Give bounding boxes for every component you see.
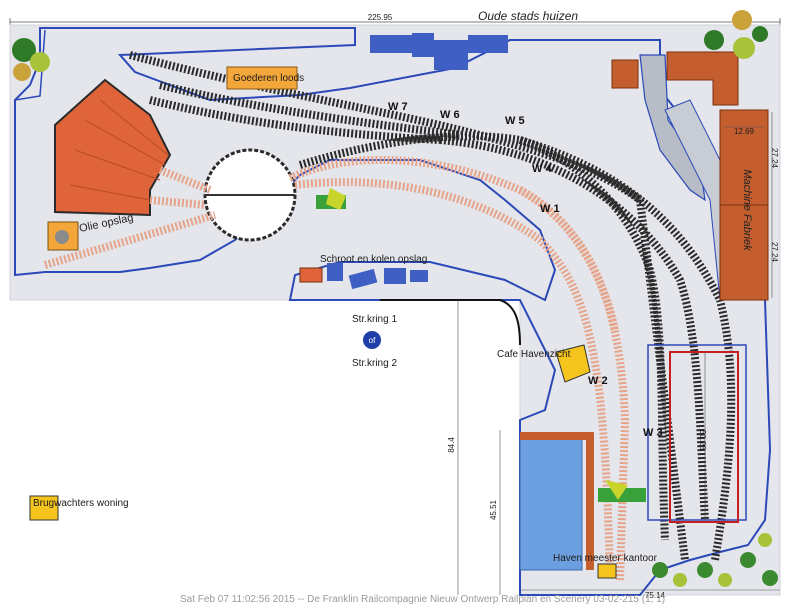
kring1-label: Str.kring 1 [352, 314, 397, 325]
inspection-area [647, 344, 747, 521]
haven-label-text: Haven meester kantoor [553, 553, 658, 564]
inner-height: 45.51 [489, 499, 498, 520]
switch-w3: W 3 [643, 427, 663, 439]
schroot-wall [380, 299, 521, 346]
fabriek-h1: 27.24 [770, 148, 779, 169]
footer-text: Sat Feb 07 11:02:56 2015 -- De Franklin … [180, 594, 665, 605]
goederen-label: Goederen loods [233, 73, 304, 84]
haven-water [519, 437, 583, 571]
cafe-label: Cafe Havenzicht [497, 349, 571, 360]
oude-stads-huizen [370, 33, 508, 70]
engine-shed-tracks [69, 99, 169, 201]
haven-kantoor [597, 563, 617, 579]
building-top-right-small [611, 59, 639, 89]
tree-cluster-top-right-icon [704, 10, 768, 59]
goederen-loods [226, 66, 298, 90]
top-dimension-value: 225.95 [368, 13, 393, 22]
light-tracks [43, 155, 630, 581]
left-height: 84.4 [447, 437, 456, 453]
fabriek-width: 12.69 [734, 127, 755, 136]
cafe-havenzicht [555, 344, 591, 383]
switch-w2: W 2 [588, 375, 608, 387]
loading-crane-icon [598, 480, 646, 502]
inspection-pit [669, 351, 739, 523]
quay-wall [520, 432, 594, 570]
brugwachters-woning [29, 495, 59, 521]
of-label: of [369, 336, 376, 345]
machine-label: Machine Fabriek [741, 169, 753, 251]
tree-cluster-top-left-icon [12, 38, 50, 81]
switch-w7: W 7 [388, 101, 408, 113]
left-corner-outline [14, 29, 46, 101]
switch-w6: W 6 [440, 109, 460, 121]
tree-cluster-bottom-right-icon [652, 533, 778, 587]
switch-w4: W 4 [532, 163, 552, 175]
schroot-label: Schroot en kolen opslag [320, 254, 427, 265]
right-road [639, 54, 706, 202]
brug-label: Brugwachters woning [33, 498, 129, 509]
top-dimension: 225.95 [9, 13, 781, 26]
oil-tank-icon [55, 230, 69, 244]
bottom-width: 75.14 [645, 591, 666, 600]
switch-w1: W 1 [540, 203, 560, 215]
crane-icon [316, 188, 346, 210]
schroot-kolen-opslag [299, 263, 428, 290]
switch-w5: W 5 [505, 115, 525, 127]
page-title: Oude stads huizen [478, 9, 578, 23]
haven-label: Haven meester kantoor [553, 553, 658, 564]
kring2-label: Str.kring 2 [352, 358, 397, 369]
fabriek-h2: 27.24 [770, 242, 779, 263]
pit-length: 50.28 [698, 430, 707, 451]
power-district-icon [363, 331, 381, 349]
